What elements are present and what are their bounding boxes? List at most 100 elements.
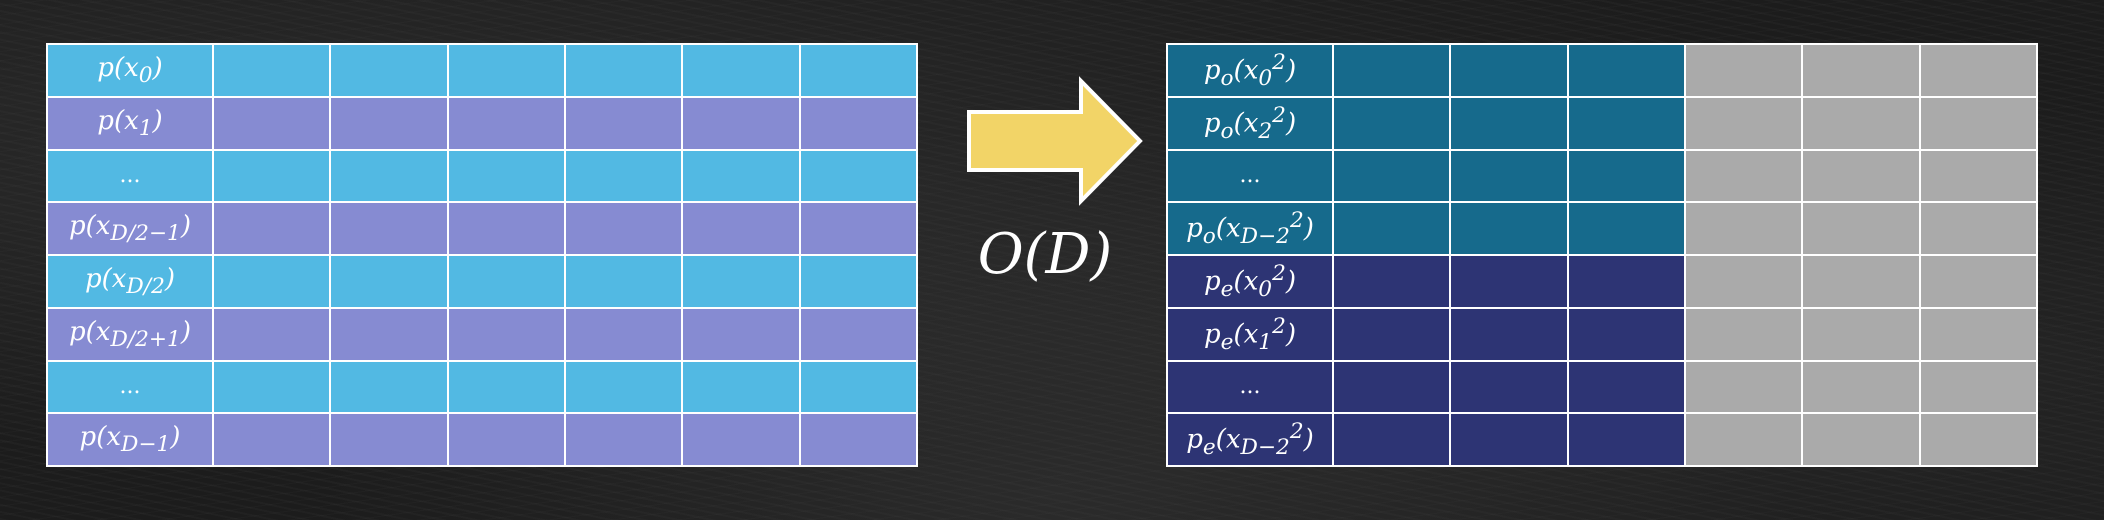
table-cell xyxy=(566,97,682,149)
table-cell xyxy=(1334,308,1450,360)
table-cell xyxy=(800,414,916,465)
unused-cell xyxy=(1803,97,1919,149)
table-cell xyxy=(566,150,682,202)
table-cell xyxy=(1334,97,1450,149)
unused-cell xyxy=(1686,361,1802,413)
label-po-xd-minus-2-sq: po(xD−22) xyxy=(1186,208,1314,250)
unused-cell xyxy=(1686,203,1802,254)
table-cell xyxy=(448,308,564,360)
table-cell xyxy=(1451,361,1567,413)
table-cell xyxy=(331,45,447,96)
table-cell xyxy=(1568,414,1684,465)
table-cell xyxy=(1451,414,1567,465)
table-cell xyxy=(800,256,916,307)
table-cell xyxy=(1334,203,1450,254)
table-cell xyxy=(1568,308,1684,360)
unused-cell xyxy=(1920,203,2036,254)
table-cell xyxy=(448,256,564,307)
table-cell xyxy=(1568,361,1684,413)
unused-cell xyxy=(1920,150,2036,202)
left-table: p(x0) p(x1) ... p(xD/2−1) p(xD/2) p(xD/2… xyxy=(46,43,918,467)
label-po-x0-sq: po(x02) xyxy=(1203,49,1297,91)
right-row-label: pe(xD−22) xyxy=(1168,414,1332,465)
unused-cell xyxy=(1686,414,1802,465)
table-cell xyxy=(331,150,447,202)
label-ellipsis: ... xyxy=(1239,163,1261,189)
left-row-label: ... xyxy=(48,150,212,202)
table-cell xyxy=(800,361,916,413)
table-cell xyxy=(1451,97,1567,149)
label-ellipsis: ... xyxy=(119,374,141,400)
table-cell xyxy=(683,256,799,307)
unused-cell xyxy=(1803,256,1919,307)
table-cell xyxy=(448,97,564,149)
table-cell xyxy=(683,150,799,202)
table-cell xyxy=(331,97,447,149)
table-cell xyxy=(214,97,330,149)
left-row-label: ... xyxy=(48,361,212,413)
unused-cell xyxy=(1686,45,1802,96)
table-cell xyxy=(448,203,564,254)
table-cell xyxy=(1451,45,1567,96)
table-cell xyxy=(214,308,330,360)
table-cell xyxy=(448,414,564,465)
unused-cell xyxy=(1803,414,1919,465)
right-row-label: ... xyxy=(1168,361,1332,413)
complexity-label: O(D) xyxy=(977,222,1113,287)
unused-cell xyxy=(1920,361,2036,413)
table-cell xyxy=(448,150,564,202)
table-cell xyxy=(566,414,682,465)
label-p-x-d-minus-1: p(xD−1) xyxy=(79,422,181,458)
table-cell xyxy=(214,150,330,202)
table-cell xyxy=(1334,45,1450,96)
left-row-label: p(x0) xyxy=(48,45,212,96)
unused-cell xyxy=(1803,361,1919,413)
unused-cell xyxy=(1920,414,2036,465)
table-cell xyxy=(1334,361,1450,413)
label-po-x2-sq: po(x22) xyxy=(1203,102,1297,144)
table-cell xyxy=(566,361,682,413)
table-cell xyxy=(566,45,682,96)
table-cell xyxy=(566,308,682,360)
table-cell xyxy=(1334,150,1450,202)
table-cell xyxy=(683,203,799,254)
table-cell xyxy=(1451,150,1567,202)
unused-cell xyxy=(1803,308,1919,360)
table-cell xyxy=(683,414,799,465)
unused-cell xyxy=(1686,256,1802,307)
table-cell xyxy=(566,256,682,307)
label-pe-x0-sq: pe(x02) xyxy=(1203,260,1296,302)
right-row-label: po(xD−22) xyxy=(1168,203,1332,254)
label-ellipsis: ... xyxy=(1239,374,1261,400)
right-row-label: pe(x02) xyxy=(1168,256,1332,307)
table-cell xyxy=(683,97,799,149)
right-table: po(x02) po(x22) ... po(xD−22) pe(x02) pe… xyxy=(1166,43,2038,467)
table-cell xyxy=(683,308,799,360)
left-row-label: p(x1) xyxy=(48,97,212,149)
table-cell xyxy=(331,256,447,307)
table-cell xyxy=(1451,308,1567,360)
right-row-label: pe(x12) xyxy=(1168,308,1332,360)
label-ellipsis: ... xyxy=(119,163,141,189)
unused-cell xyxy=(1686,97,1802,149)
table-cell xyxy=(214,256,330,307)
table-cell xyxy=(1568,45,1684,96)
table-cell xyxy=(1334,256,1450,307)
left-row-label: p(xD/2+1) xyxy=(48,308,212,360)
right-row-label: po(x22) xyxy=(1168,97,1332,149)
table-cell xyxy=(1451,256,1567,307)
unused-cell xyxy=(1686,308,1802,360)
left-row-label: p(xD/2−1) xyxy=(48,203,212,254)
table-cell xyxy=(214,361,330,413)
label-p-x-d-half-plus-1: p(xD/2+1) xyxy=(69,316,191,352)
label-pe-xd-minus-2-sq: pe(xD−22) xyxy=(1186,419,1314,461)
table-cell xyxy=(800,150,916,202)
table-cell xyxy=(1568,150,1684,202)
label-p-x1: p(x1) xyxy=(97,105,163,141)
table-cell xyxy=(800,45,916,96)
table-cell xyxy=(331,414,447,465)
table-cell xyxy=(566,203,682,254)
unused-cell xyxy=(1803,203,1919,254)
table-cell xyxy=(1451,203,1567,254)
label-pe-x1-sq: pe(x12) xyxy=(1203,313,1296,355)
